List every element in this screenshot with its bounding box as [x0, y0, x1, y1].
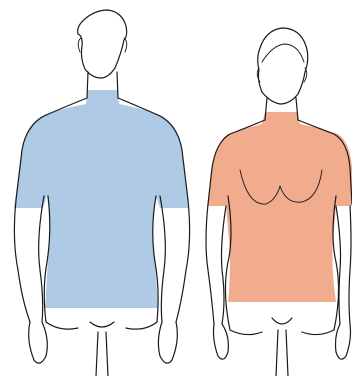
male-left-arm: [14, 196, 44, 322]
male-right-hand: [158, 322, 177, 363]
female-right-hand: [336, 324, 351, 359]
male-figure: [14, 10, 190, 376]
male-head-outline: [78, 10, 127, 78]
female-crotch: [272, 318, 292, 376]
female-head-outline: [258, 28, 308, 104]
female-figure: [206, 28, 352, 376]
female-left-hand: [214, 324, 229, 359]
female-hairline: [262, 44, 304, 62]
male-hips: [46, 322, 157, 329]
female-left-arm: [206, 204, 226, 324]
female-hips: [230, 330, 334, 335]
male-right-arm: [160, 196, 190, 322]
male-crotch: [90, 322, 114, 376]
male-left-hand: [29, 322, 48, 363]
male-left-ear: [78, 38, 81, 52]
